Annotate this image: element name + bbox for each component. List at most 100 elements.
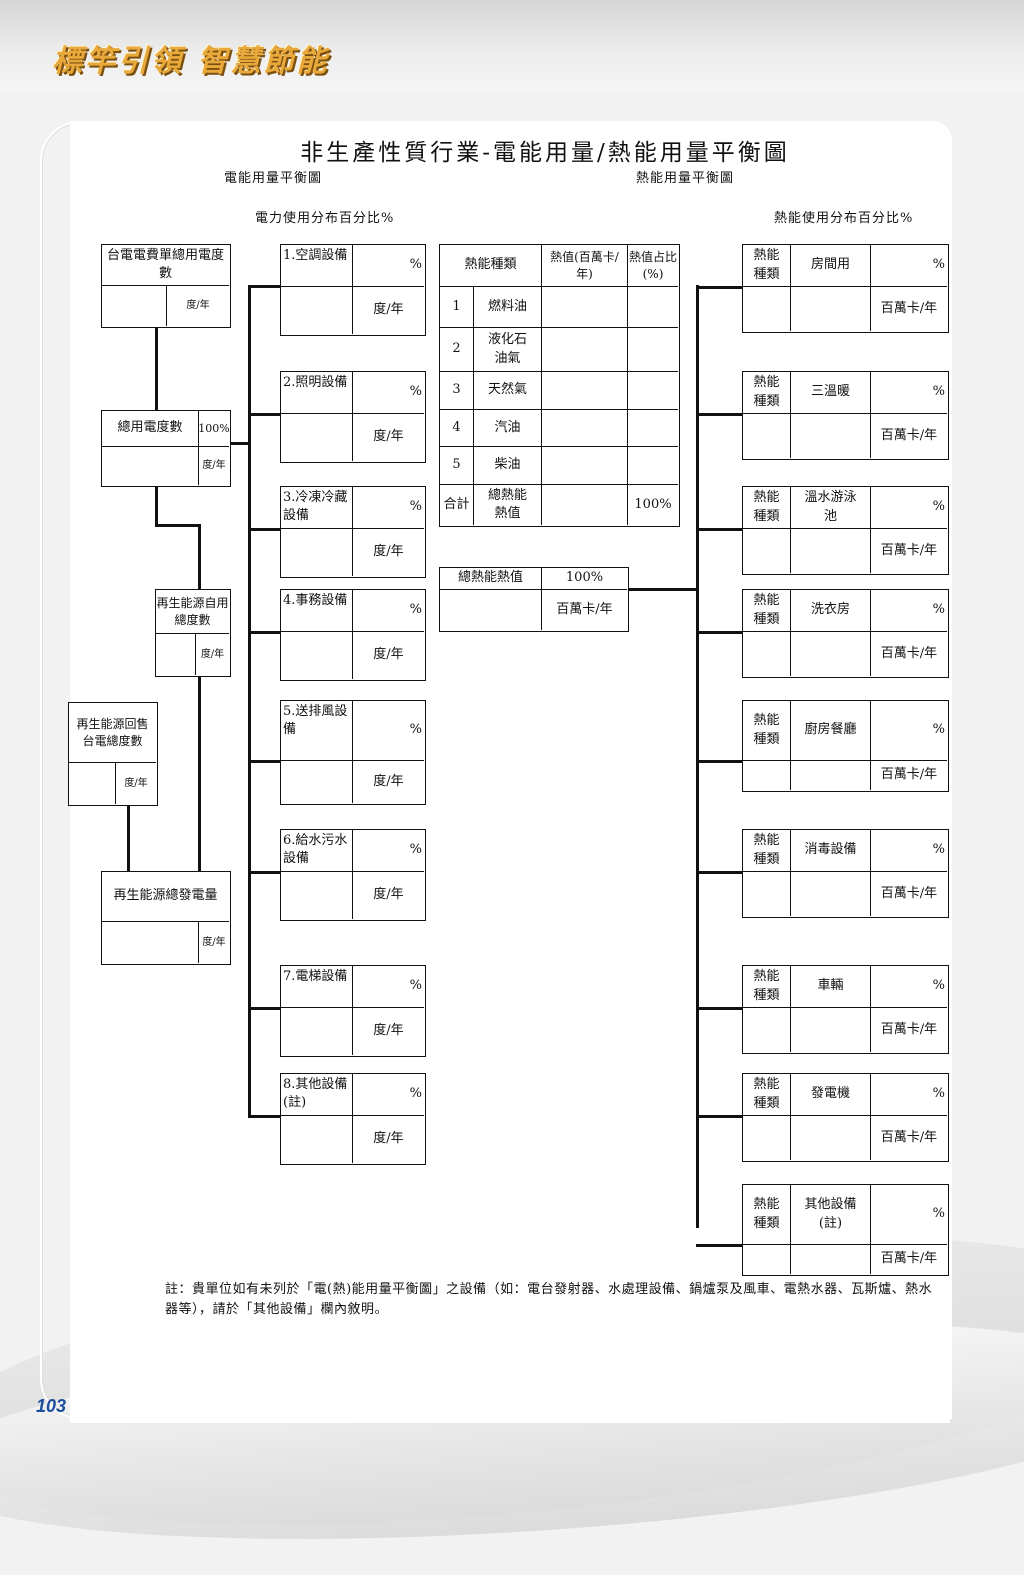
equipment-unit: 度/年: [373, 429, 404, 445]
renew-self-value[interactable]: [156, 634, 196, 675]
connector-line: [696, 285, 699, 1228]
left-subtitle: 電能用量平衡圖: [224, 171, 323, 186]
heat-use-value[interactable]: [791, 414, 871, 458]
heat-use-type-label: 熱能種類: [743, 701, 791, 761]
equipment-unit: 度/年: [373, 1023, 404, 1039]
heat-use-unit: 百萬卡/年: [880, 1129, 938, 1145]
heat-use-value[interactable]: [791, 1245, 871, 1274]
equipment-value[interactable]: [281, 761, 353, 803]
connector-line: [248, 631, 281, 634]
total-heat-box: 總熱能熱值 100% 百萬卡/年: [439, 567, 629, 632]
table-row-no: 4: [440, 410, 474, 447]
table-row-share: 100%: [634, 496, 672, 512]
equipment-label: 4.事務設備: [281, 590, 353, 632]
heat-use-name: 其他設備(註): [791, 1185, 871, 1245]
heat-use-value[interactable]: [791, 287, 871, 331]
equipment-label: 3.冷凍冷藏設備: [281, 487, 353, 529]
equipment-value[interactable]: [281, 414, 353, 461]
equipment-label: 2.照明設備: [281, 372, 353, 414]
heat-use-type-value[interactable]: [743, 287, 791, 331]
footnote: 註：貴單位如有未列於「電(熱)能用量平衡圖」之設備（如：電台發射器、水處理設備、…: [165, 1280, 935, 1320]
heat-use-type-value[interactable]: [743, 632, 791, 676]
table-row-name: 燃料油: [474, 287, 542, 328]
table-row-value[interactable]: [542, 410, 628, 447]
renew-total-box: 再生能源總發電量 度/年: [101, 871, 231, 965]
connector-line: [248, 528, 281, 531]
heat-use-type-label: 熱能種類: [743, 487, 791, 529]
equipment-unit: 度/年: [373, 647, 404, 663]
total-heat-unit: 百萬卡/年: [556, 601, 613, 617]
equipment-value[interactable]: [281, 872, 353, 919]
connector-line: [696, 1007, 743, 1010]
heat-use-value[interactable]: [791, 1116, 871, 1160]
table-row-no: 5: [440, 447, 474, 485]
renew-sold-box: 再生能源回售台電總度數 度/年: [68, 702, 158, 806]
connector-line: [696, 286, 743, 289]
heat-use-unit: 百萬卡/年: [880, 885, 938, 901]
table-row-value[interactable]: [542, 372, 628, 410]
right-caption: 熱能使用分布百分比%: [774, 211, 914, 226]
heat-use-box: 熱能種類房間用%百萬卡/年: [742, 244, 949, 333]
table-row-name: 總熱能熱值: [474, 485, 542, 525]
equipment-value[interactable]: [281, 1008, 353, 1055]
heat-use-type-value[interactable]: [743, 872, 791, 916]
heat-use-percent: %: [871, 966, 947, 1008]
equipment-percent: %: [353, 830, 424, 872]
utility-total-value[interactable]: [102, 286, 167, 326]
heat-use-value[interactable]: [791, 1008, 871, 1052]
total-power-percent: 100%: [198, 411, 230, 447]
heat-use-type-value[interactable]: [743, 529, 791, 573]
connector-line: [696, 631, 743, 634]
equipment-percent: %: [353, 487, 424, 529]
heat-use-percent: %: [871, 830, 947, 872]
total-heat-value[interactable]: [440, 590, 542, 630]
heat-use-type-value[interactable]: [743, 761, 791, 790]
equipment-box: 8.其他設備(註)%度/年: [280, 1073, 426, 1165]
equipment-percent: %: [353, 590, 424, 632]
connector-line: [696, 871, 743, 874]
equipment-box: 4.事務設備% 度/年: [280, 589, 426, 681]
renew-sold-label: 再生能源回售台電總度數: [69, 703, 156, 763]
table-row-value[interactable]: [542, 287, 628, 328]
renew-sold-value[interactable]: [69, 763, 116, 804]
equipment-value[interactable]: [281, 632, 353, 679]
heat-use-value[interactable]: [791, 529, 871, 573]
equipment-label: 7.電梯設備: [281, 966, 353, 1008]
connector-line: [127, 805, 130, 872]
equipment-box: 7.電梯設備%度/年: [280, 965, 426, 1057]
heat-use-type-value[interactable]: [743, 1008, 791, 1052]
heat-use-unit: 百萬卡/年: [880, 300, 938, 316]
connector-line: [696, 528, 743, 531]
table-row-value[interactable]: [542, 328, 628, 372]
heat-use-unit: 百萬卡/年: [880, 767, 938, 783]
table-row-value[interactable]: [542, 485, 628, 525]
left-caption: 電力使用分布百分比%: [255, 211, 395, 226]
heat-use-type-label: 熱能種類: [743, 372, 791, 414]
table-row-no: 3: [440, 372, 474, 410]
renew-total-value[interactable]: [102, 922, 199, 963]
connector-line: [155, 327, 158, 411]
renew-self-box: 再生能源自用總度數 度/年: [155, 589, 231, 677]
table-row-value[interactable]: [542, 447, 628, 485]
connector-line: [696, 1244, 743, 1247]
right-subtitle: 熱能用量平衡圖: [636, 171, 735, 186]
equipment-value[interactable]: [281, 529, 353, 576]
heat-use-name: 廚房餐廳: [791, 701, 871, 761]
header-slogan: 標竿引領 智慧節能: [52, 44, 330, 79]
heat-use-type-value[interactable]: [743, 1245, 791, 1274]
equipment-value[interactable]: [281, 1116, 353, 1163]
heat-use-value[interactable]: [791, 632, 871, 676]
heat-use-percent: %: [871, 701, 947, 761]
heat-use-type-value[interactable]: [743, 1116, 791, 1160]
total-power-value[interactable]: [102, 447, 199, 485]
heat-use-value[interactable]: [791, 761, 871, 790]
table-row-share: [628, 410, 678, 447]
heat-use-type-value[interactable]: [743, 414, 791, 458]
connector-line: [248, 285, 251, 1117]
total-power-label: 總用電度數: [102, 411, 199, 447]
heat-use-value[interactable]: [791, 872, 871, 916]
heat-use-type-label: 熱能種類: [743, 245, 791, 287]
utility-total-box: 台電電費單總用電度數 度/年: [101, 244, 231, 328]
equipment-value[interactable]: [281, 287, 353, 334]
